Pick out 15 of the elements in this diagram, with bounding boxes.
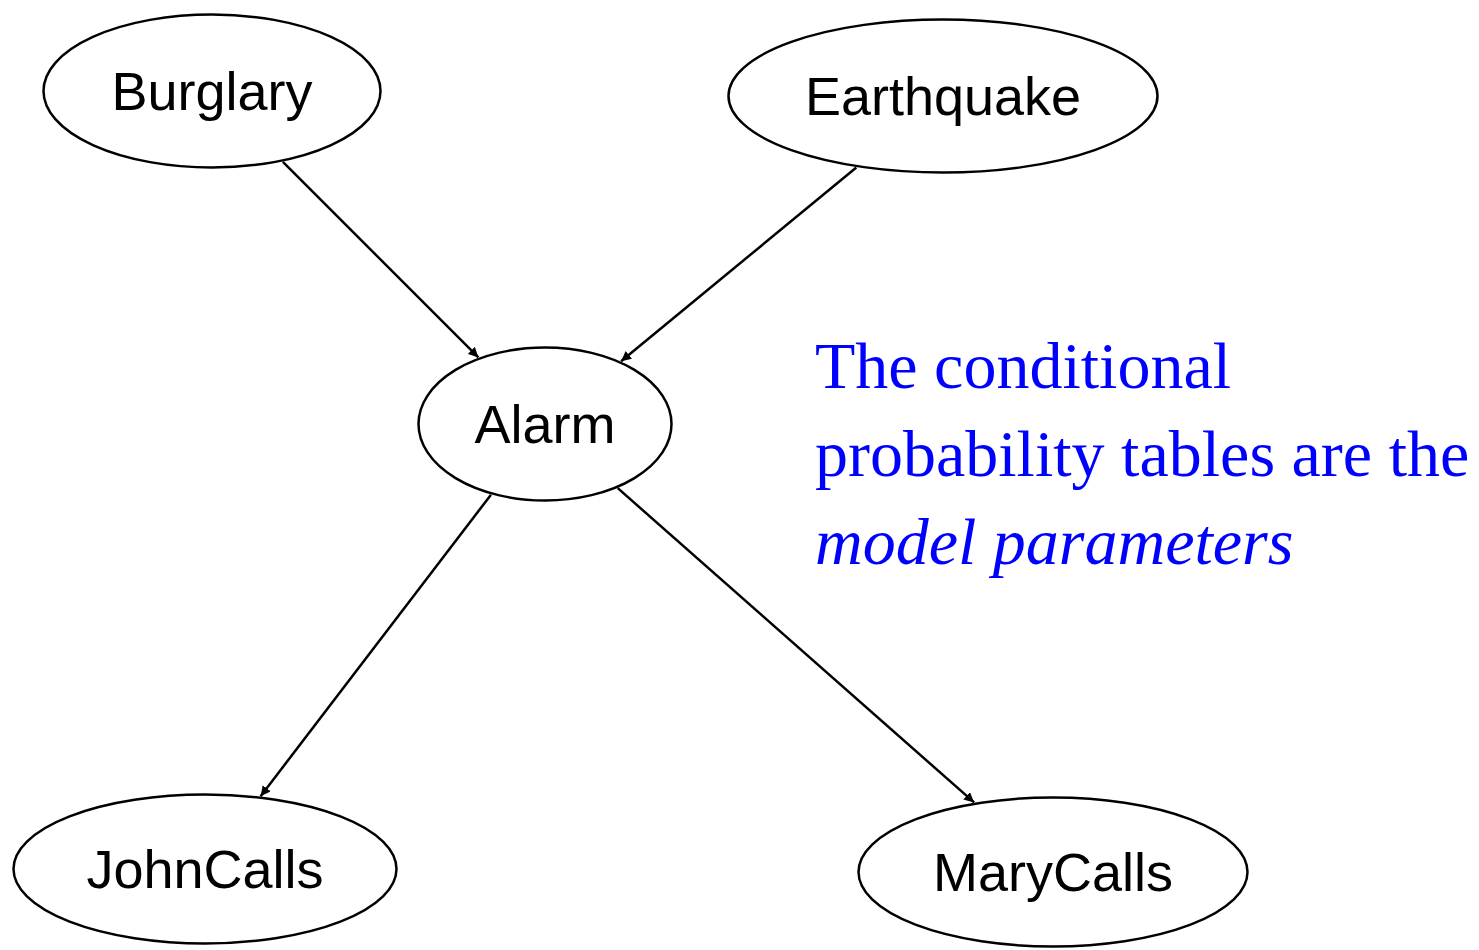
arrow [616,487,975,804]
ellipse-node [12,793,398,945]
ellipse-node [727,18,1159,174]
node-label: Alarm [474,393,616,455]
ellipse-node [417,346,673,502]
arrow [259,493,492,797]
arrow [620,166,858,363]
node-label: Burglary [111,60,313,122]
node-label: MaryCalls [933,841,1173,903]
node-label: JohnCalls [86,838,324,900]
ellipse-node [42,13,382,169]
note-text: The conditional probability tables are the model parameters [815,328,1471,580]
node-label: Earthquake [804,65,1082,127]
arrow [282,161,480,359]
ellipse-node [857,796,1249,948]
